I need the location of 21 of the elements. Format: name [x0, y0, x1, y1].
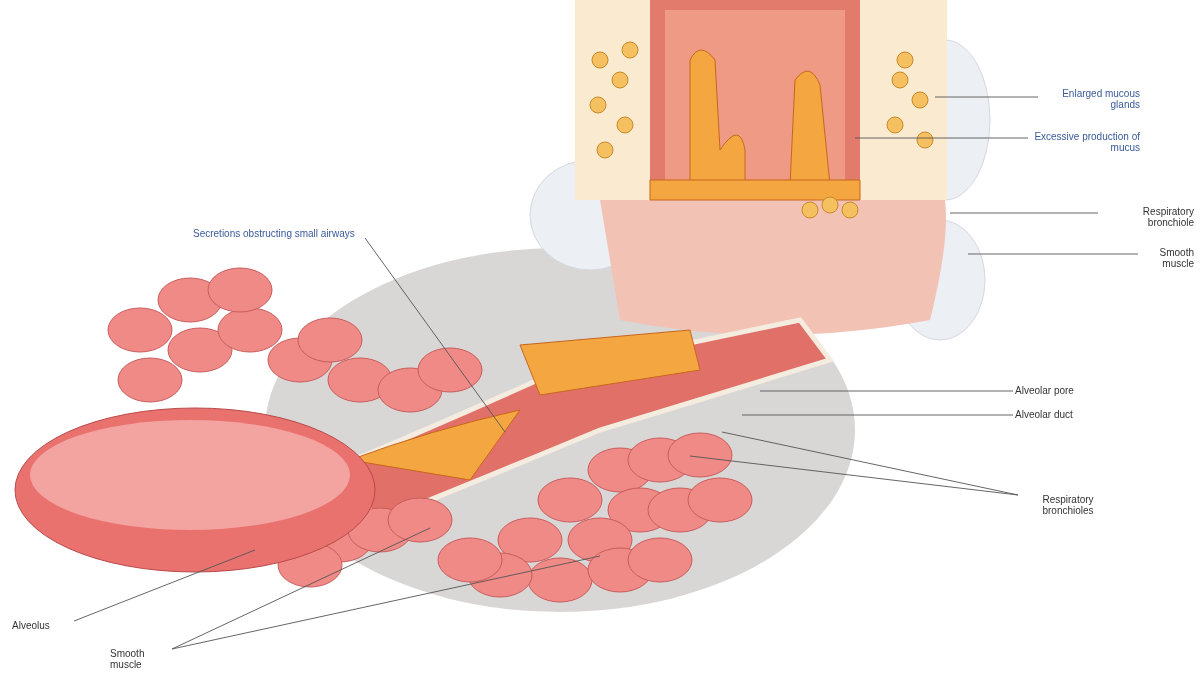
leader-line [73, 549, 256, 622]
leader-line [171, 527, 431, 650]
part-label: Smooth muscle [1140, 247, 1194, 269]
leader-line [741, 414, 1014, 416]
leader-line [689, 455, 1019, 496]
part-label: Alveolar duct [1015, 409, 1115, 420]
leader-line [759, 390, 1014, 392]
part-label: Excessive production of mucus [1030, 131, 1140, 153]
part-label: Alveolar pore [1015, 385, 1115, 396]
leader-line [854, 137, 1029, 139]
leader-line [171, 555, 601, 650]
part-label: Alveolus [12, 620, 72, 631]
leader-line [364, 237, 506, 433]
part-label: Secretions obstructing small airways [193, 228, 363, 239]
part-label: Enlarged mucous glands [1040, 88, 1140, 110]
leader-line [949, 212, 1099, 214]
part-label: Respiratory bronchiole [1100, 206, 1194, 228]
part-label: Smooth muscle [110, 648, 170, 670]
leader-line [934, 96, 1039, 98]
leader-line [967, 253, 1139, 255]
part-label: Respiratory bronchioles [1020, 494, 1116, 516]
